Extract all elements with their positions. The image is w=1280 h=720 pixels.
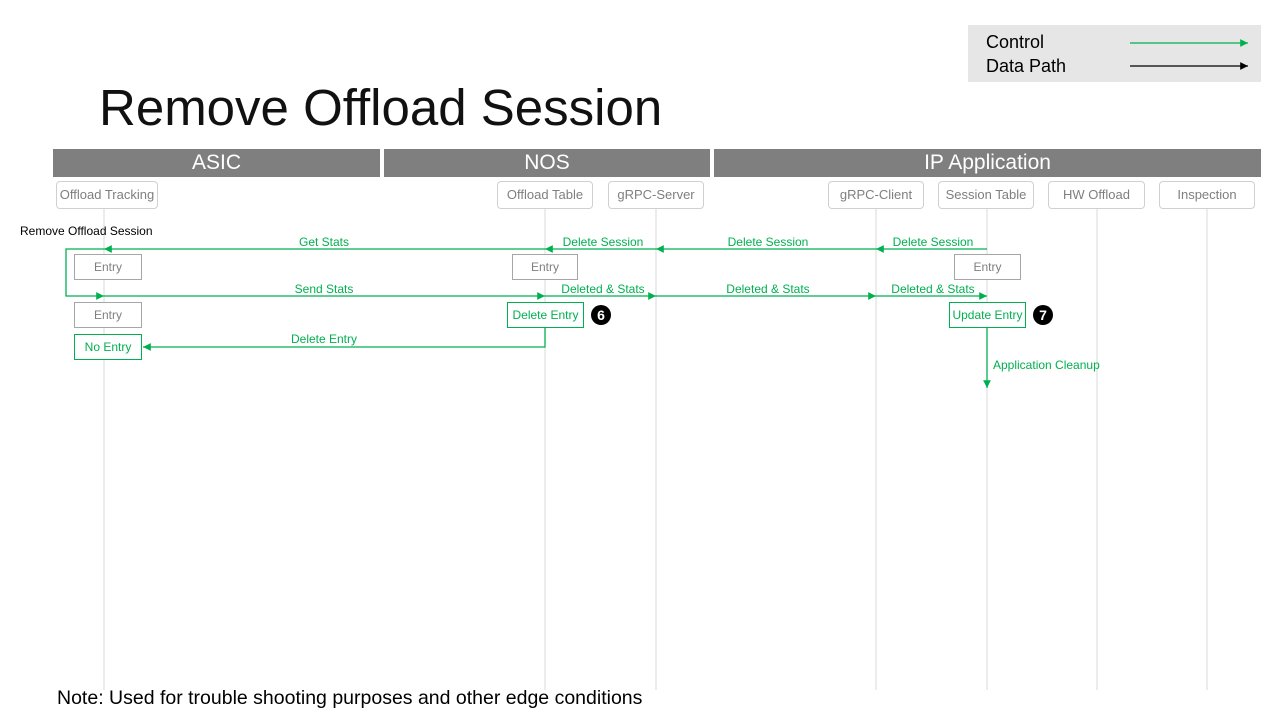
state-box-no-entry: No Entry	[74, 334, 142, 360]
state-box-offload-tracking-entry: Entry	[74, 254, 142, 280]
participant-hw-offload: HW Offload	[1048, 181, 1145, 209]
legend: Control Data Path	[968, 25, 1261, 82]
arrow-delete-entry	[143, 328, 546, 351]
state-box-update-entry: Update Entry	[949, 302, 1026, 328]
message-label-delete-session-session-table: Delete Session	[892, 235, 974, 249]
step-marker-7: 7	[1033, 305, 1053, 325]
arrow-remove-offload-session-loop	[65, 248, 104, 300]
message-label-deleted-stats-grpc-client: Deleted & Stats	[726, 282, 810, 296]
participant-session-table: Session Table	[938, 181, 1034, 209]
lane-header-ip-application: IP Application	[714, 149, 1261, 177]
lane-header-nos: NOS	[384, 149, 710, 177]
lane-header-asic: ASIC	[53, 149, 380, 177]
state-box-offload-table-entry: Entry	[512, 254, 578, 280]
message-label-delete-session-grpc-server: Delete Session	[562, 235, 644, 249]
participant-grpc-client: gRPC-Client	[828, 181, 924, 209]
slide-title: Remove Offload Session	[99, 79, 663, 136]
message-label-send-stats: Send Stats	[294, 282, 354, 296]
participant-offload-table: Offload Table	[497, 181, 593, 209]
message-label-application-cleanup: Application Cleanup	[993, 358, 1100, 372]
state-box-offload-tracking-entry-after-stats: Entry	[74, 302, 142, 328]
participant-grpc-server: gRPC-Server	[608, 181, 704, 209]
control-arrows	[65, 245, 991, 388]
state-box-delete-entry: Delete Entry	[507, 302, 584, 328]
legend-arrows	[1130, 39, 1248, 70]
message-label-deleted-stats-grpc-server: Deleted & Stats	[561, 282, 645, 296]
message-label-delete-entry: Delete Entry	[290, 332, 358, 346]
footnote: Note: Used for trouble shooting purposes…	[57, 687, 643, 709]
message-label-get-stats: Get Stats	[298, 235, 350, 249]
step-marker-6: 6	[591, 305, 611, 325]
participant-inspection: Inspection	[1159, 181, 1255, 209]
lifelines	[103, 209, 1208, 690]
trigger-label: Remove Offload Session	[20, 224, 153, 238]
legend-label-control: Control	[986, 32, 1045, 52]
participant-offload-tracking: Offload Tracking	[56, 181, 158, 209]
message-label-delete-session-grpc-client: Delete Session	[727, 235, 809, 249]
message-label-deleted-stats-session-table: Deleted & Stats	[891, 282, 975, 296]
state-box-session-table-entry: Entry	[954, 254, 1021, 280]
legend-label-data-path: Data Path	[986, 56, 1067, 76]
